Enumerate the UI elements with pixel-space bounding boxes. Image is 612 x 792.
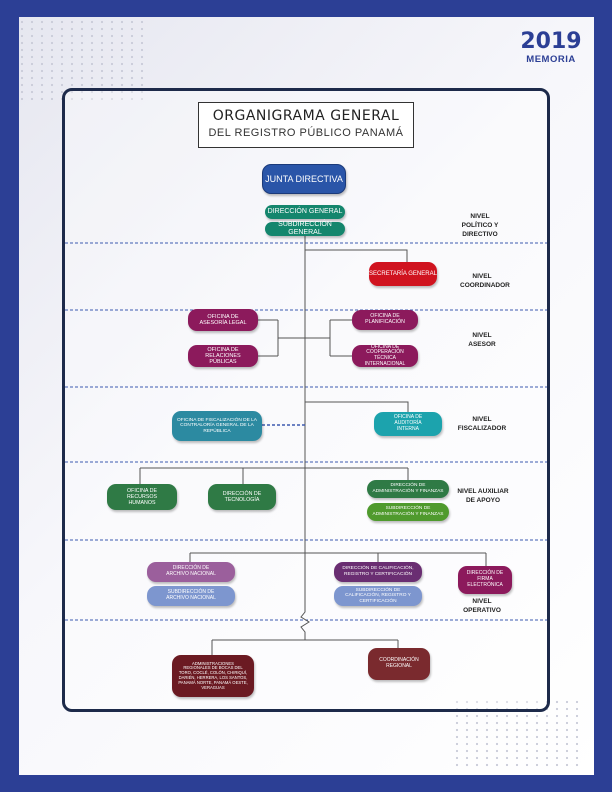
administraciones-regionales-label: ADMINISTRACIONES REGIONALES DE BOCAS DEL…: [178, 660, 248, 690]
level-auxiliar-label: NIVEL AUXILIAR DE APOYO: [457, 488, 509, 504]
level-asesor-label: NIVEL ASESOR: [468, 332, 496, 348]
administraciones-regionales-box[interactable]: ADMINISTRACIONES REGIONALES DE BOCAS DEL…: [172, 655, 254, 697]
subdir-calificacion-box[interactable]: SUBDIRECCIÓN DE CALIFICACIÓN, REGISTRO Y…: [334, 586, 422, 606]
fiscalizacion-label: OFICINA DE FISCALIZACIÓN DE LA CONTRALOR…: [177, 417, 257, 434]
subdireccion-general-label: SUBDIRECCIÓN GENERAL: [278, 220, 332, 236]
secretaria-general-box[interactable]: SECRETARÍA GENERAL: [369, 262, 437, 286]
subdir-archivo-box[interactable]: SUBDIRECCIÓN DE ARCHIVO NACIONAL: [147, 586, 235, 606]
planificacion-label: OFICINA DE PLANIFICACIÓN: [365, 313, 405, 325]
org-connectors: [139, 235, 487, 655]
tecnologia-label: DIRECCIÓN DE TECNOLOGÍA: [222, 490, 262, 503]
dir-archivo-box[interactable]: DIRECCIÓN DE ARCHIVO NACIONAL: [147, 562, 235, 582]
relaciones-publicas-label: OFICINA DE RELACIONES PÚBLICAS: [205, 346, 241, 366]
subdir-admin-finanzas-box[interactable]: SUBDIRECCIÓN DE ADMINISTRACIÓN Y FINANZA…: [367, 503, 449, 521]
dir-admin-finanzas-box[interactable]: DIRECCIÓN DE ADMINISTRACIÓN Y FINANZAS: [367, 480, 449, 498]
recursos-humanos-label: OFICINA DE RECURSOS HUMANOS: [126, 487, 158, 507]
level-coordinador-label: NIVEL COORDINADOR: [460, 273, 510, 289]
direccion-general-box[interactable]: DIRECCIÓN GENERAL: [265, 205, 345, 219]
junta-directiva-label: JUNTA DIRECTIVA: [265, 173, 343, 184]
auditoria-interna-label: OFICINA DE AUDITORÍA INTERNA: [393, 414, 423, 432]
level-separators: [65, 242, 547, 621]
coordinacion-regional-label: COORDINACIÓN REGIONAL: [379, 657, 419, 669]
chart-subtitle: DEL REGISTRO PÚBLICO PANAMÁ: [208, 127, 404, 139]
secretaria-general-label: SECRETARÍA GENERAL: [369, 270, 437, 277]
dir-calificacion-label: DIRECCIÓN DE CALIFICACIÓN, REGISTRO Y CE…: [342, 566, 414, 577]
planificacion-box[interactable]: OFICINA DE PLANIFICACIÓN: [352, 310, 418, 330]
cooperacion-label: OFICINA DE COOPERACIÓN TÉCNICA INTERNACI…: [364, 343, 406, 367]
level-politico-label: NIVEL POLÍTICO Y DIRECTIVO: [461, 213, 499, 238]
decorative-dots-top-left: [20, 20, 150, 100]
recursos-humanos-box[interactable]: OFICINA DE RECURSOS HUMANOS: [107, 484, 177, 510]
fiscalizacion-box[interactable]: OFICINA DE FISCALIZACIÓN DE LA CONTRALOR…: [172, 411, 262, 441]
firma-electronica-box[interactable]: DIRECCIÓN DE FIRMA ELECTRÓNICA: [458, 566, 512, 594]
direccion-general-label: DIRECCIÓN GENERAL: [267, 207, 343, 215]
coordinacion-regional-box[interactable]: COORDINACIÓN REGIONAL: [368, 648, 430, 680]
memoria-logo: 2019 MEMORIA: [520, 29, 582, 66]
asesoria-legal-label: OFICINA DE ASESORÍA LEGAL: [199, 313, 247, 326]
chart-title-box: ORGANIGRAMA GENERAL DEL REGISTRO PÚBLICO…: [198, 102, 414, 148]
subdir-calificacion-label: SUBDIRECCIÓN DE CALIFICACIÓN, REGISTRO Y…: [345, 587, 411, 604]
subdir-archivo-label: SUBDIRECCIÓN DE ARCHIVO NACIONAL: [166, 589, 216, 601]
logo-year: 2019: [520, 29, 582, 54]
logo-label: MEMORIA: [526, 54, 576, 65]
relaciones-publicas-box[interactable]: OFICINA DE RELACIONES PÚBLICAS: [188, 345, 258, 367]
tecnologia-box[interactable]: DIRECCIÓN DE TECNOLOGÍA: [208, 484, 276, 510]
level-fiscalizador-label: NIVEL FISCALIZADOR: [457, 416, 507, 432]
junta-directiva-box[interactable]: JUNTA DIRECTIVA: [262, 164, 346, 194]
chart-title: ORGANIGRAMA GENERAL: [212, 108, 400, 124]
dir-admin-finanzas-label: DIRECCIÓN DE ADMINISTRACIÓN Y FINANZAS: [372, 483, 444, 494]
auditoria-interna-box[interactable]: OFICINA DE AUDITORÍA INTERNA: [374, 412, 442, 436]
level-operativo-label: NIVEL OPERATIVO: [463, 598, 501, 614]
firma-electronica-label: DIRECCIÓN DE FIRMA ELECTRÓNICA: [466, 570, 504, 588]
cooperacion-box[interactable]: OFICINA DE COOPERACIÓN TÉCNICA INTERNACI…: [352, 343, 418, 367]
dir-calificacion-box[interactable]: DIRECCIÓN DE CALIFICACIÓN, REGISTRO Y CE…: [334, 562, 422, 582]
subdir-admin-finanzas-label: SUBDIRECCIÓN DE ADMINISTRACIÓN Y FINANZA…: [372, 506, 444, 517]
dir-archivo-label: DIRECCIÓN DE ARCHIVO NACIONAL: [166, 565, 216, 577]
asesoria-legal-box[interactable]: OFICINA DE ASESORÍA LEGAL: [188, 309, 258, 331]
subdireccion-general-box[interactable]: SUBDIRECCIÓN GENERAL: [265, 220, 345, 236]
